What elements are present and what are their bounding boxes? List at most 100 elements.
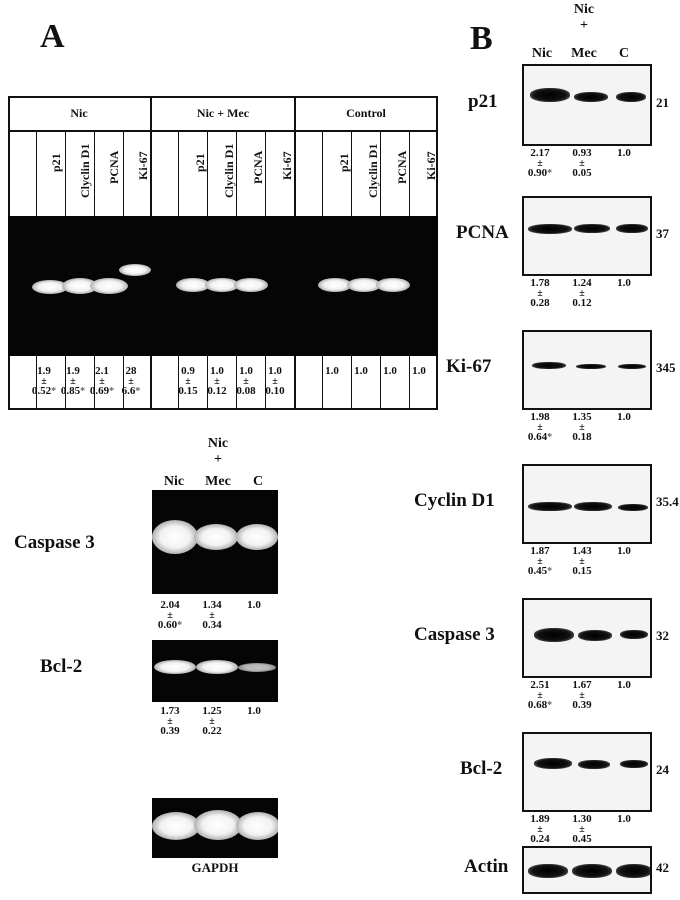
- quant-pm: ±: [537, 158, 543, 169]
- quant-pm: ±: [579, 158, 585, 169]
- quant-sd: 0.05: [572, 167, 592, 179]
- blot-label: Caspase 3: [414, 624, 495, 645]
- blot-band: [572, 864, 612, 878]
- western-blot-caspase-3: [522, 598, 652, 678]
- quant-pm: ±: [272, 376, 278, 387]
- quant-pm: ±: [209, 716, 215, 727]
- quant-mean: 1.0: [617, 545, 631, 557]
- blot-band: [528, 224, 572, 234]
- quant-value: 1.0: [606, 680, 642, 691]
- gel-band: [238, 663, 276, 672]
- molecular-weight-label: 35.4: [656, 494, 679, 509]
- quant-mean: 1.0: [383, 365, 397, 377]
- quant-value: 1.0: [372, 366, 408, 377]
- quant-mean: 1.0: [268, 365, 282, 377]
- quant-mean: 1.25: [202, 705, 222, 717]
- quant-mean: 1.0: [617, 813, 631, 825]
- quant-mean: 1.98: [530, 411, 550, 423]
- gene-label: PCNA: [107, 150, 121, 184]
- quant-value: 2.51±0.68*: [522, 680, 558, 712]
- significance-star: *: [547, 566, 553, 577]
- quant-value: 1.89±0.24: [522, 814, 558, 845]
- quant-value: 1.0: [343, 366, 379, 377]
- quant-sd: 0.60: [157, 619, 178, 631]
- gene-label: Ki-67: [280, 151, 294, 180]
- quant-value: 1.0±0.10: [257, 366, 293, 397]
- lane-header-mec: Mec: [205, 474, 231, 489]
- quant-mean: 2.1: [95, 365, 109, 377]
- blot-band: [578, 630, 612, 641]
- quant-sd: 0.39: [572, 699, 592, 711]
- quant-sd: 0.85: [60, 385, 81, 397]
- quant-mean: 0.9: [181, 365, 195, 377]
- quant-pm: ±: [537, 422, 543, 433]
- quant-mean: 1.24: [572, 277, 592, 289]
- group-header-nic: Nic: [70, 106, 88, 120]
- quant-value: 1.0: [314, 366, 350, 377]
- quant-mean: 1.35: [572, 411, 592, 423]
- quant-mean: 2.17: [530, 147, 550, 159]
- bcl2-label: Bcl-2: [40, 656, 83, 677]
- caspase3-label: Caspase 3: [14, 532, 95, 553]
- gel-band: [236, 812, 278, 840]
- quant-sd: 0.45: [572, 833, 592, 845]
- quant-sd: 0.45: [527, 565, 548, 577]
- blot-band: [574, 502, 612, 511]
- significance-star: *: [547, 432, 553, 443]
- molecular-weight-label: 24: [656, 762, 669, 777]
- quant-mean: 1.78: [530, 277, 550, 289]
- blot-band: [620, 760, 648, 768]
- quant-pm: ±: [579, 288, 585, 299]
- significance-star: *: [109, 386, 115, 397]
- quant-mean: 1.67: [572, 679, 592, 691]
- b-lane-header-mec: Mec: [571, 46, 597, 61]
- western-blot-pcna: [522, 196, 652, 276]
- quant-pm: ±: [70, 376, 76, 387]
- quant-pm: ±: [537, 556, 543, 567]
- quant-sd: 0.24: [530, 833, 550, 845]
- quant-mean: 1.0: [412, 365, 426, 377]
- blot-band: [616, 224, 648, 233]
- quant-value: 1.0: [236, 600, 272, 611]
- quant-mean: 1.0: [617, 679, 631, 691]
- quant-sd: 0.22: [202, 725, 222, 737]
- quant-mean: 1.9: [66, 365, 80, 377]
- quant-mean: 28: [125, 365, 137, 377]
- quant-mean: 1.0: [239, 365, 253, 377]
- quant-mean: 1.30: [572, 813, 592, 825]
- quant-value: 2.04±0.60*: [152, 600, 188, 632]
- panel-a-letter: A: [40, 18, 65, 55]
- group-header-control: Control: [346, 106, 386, 120]
- blot-band: [528, 864, 568, 878]
- blot-band: [528, 502, 572, 511]
- quant-sd: 0.15: [572, 565, 592, 577]
- group-header-nic-mec: Nic + Mec: [196, 106, 250, 120]
- gel-band: [376, 278, 410, 292]
- quant-pm: ±: [579, 690, 585, 701]
- quant-mean: 0.93: [572, 147, 592, 159]
- gel-band: [90, 278, 128, 294]
- blot-band: [616, 864, 650, 878]
- quant-mean: 1.0: [617, 411, 631, 423]
- gel-band: [196, 660, 238, 674]
- quant-sd: 0.52: [31, 385, 52, 397]
- gel-band: [62, 278, 98, 294]
- gel-band: [152, 812, 200, 840]
- gel-band: [32, 280, 68, 294]
- quant-value: 1.9±0.52*: [26, 366, 62, 398]
- blot-band: [574, 224, 610, 233]
- blot-label: Ki-67: [446, 356, 492, 377]
- quant-mean: 1.0: [325, 365, 339, 377]
- quant-value: 1.0: [606, 814, 642, 825]
- quant-sd: 0.90: [527, 167, 548, 179]
- quant-value: 2.17±0.90*: [522, 147, 558, 180]
- quant-sd: 0.12: [207, 385, 227, 397]
- quant-pm: ±: [167, 610, 173, 621]
- significance-star: *: [547, 168, 553, 179]
- quant-pm: ±: [537, 824, 543, 835]
- lane-header-nic-top: Nic: [207, 436, 229, 451]
- caspase3-gel: [152, 490, 278, 594]
- quant-pm: ±: [41, 376, 47, 387]
- rtpcr-gel: [8, 216, 438, 356]
- gene-label: p21: [193, 153, 207, 172]
